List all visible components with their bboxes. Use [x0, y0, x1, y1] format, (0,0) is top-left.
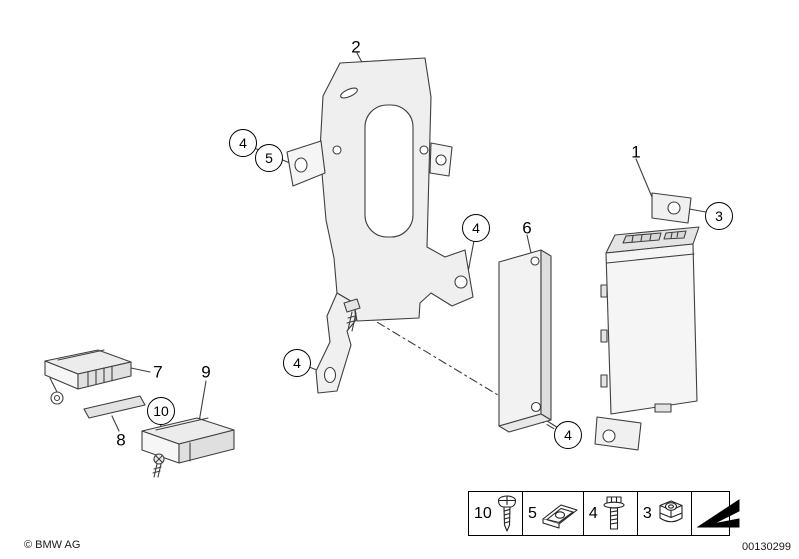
direction-arrow-icon: [696, 498, 740, 527]
gasket-strip-part-8: [83, 395, 146, 419]
callout-circle-3[interactable]: 3: [705, 202, 733, 230]
callout-label-8[interactable]: 8: [116, 430, 126, 450]
callout-number: 4: [293, 355, 301, 371]
legend-item-bolt: 4: [584, 492, 638, 535]
legend-number: 4: [588, 504, 598, 522]
legend-number: 3: [642, 504, 652, 522]
callout-label-6[interactable]: 6: [522, 218, 532, 238]
copyright-text: © BMW AG: [24, 539, 81, 551]
nut-icon: [659, 499, 683, 522]
legend-item-direction: [692, 492, 744, 535]
foot-bolt: [343, 298, 361, 332]
legend-number: 10: [474, 504, 492, 522]
legend-item-clip: 5: [523, 492, 584, 535]
callout-number: 3: [715, 208, 723, 224]
legend-item-nut: 3: [638, 492, 692, 535]
module-screw: [152, 453, 165, 478]
callout-number: 10: [153, 403, 169, 419]
callout-number: 5: [265, 150, 273, 166]
shared-bolt-reference-line: [361, 312, 557, 431]
callout-circle-4-plate-bottom[interactable]: 4: [554, 421, 582, 449]
document-number: 00130299: [742, 541, 791, 553]
bolt-icon: [603, 495, 625, 530]
legend-item-screw: 10: [469, 492, 523, 535]
callout-number: 4: [239, 135, 247, 151]
fastener-legend: 10 5: [468, 491, 740, 536]
callout-label-2[interactable]: 2: [351, 37, 361, 57]
callout-number: 4: [472, 220, 480, 236]
callout-circle-4-upper-left[interactable]: 4: [229, 129, 257, 157]
callout-circle-4-bracket-arm[interactable]: 4: [462, 214, 490, 242]
control-module-part-1: [594, 192, 700, 451]
clip-icon: [542, 503, 578, 529]
callout-circle-4-foot[interactable]: 4: [283, 349, 311, 377]
module-part-9: [141, 417, 235, 478]
callout-label-7[interactable]: 7: [153, 362, 163, 382]
module-part-7: [44, 349, 132, 405]
callout-number: 4: [564, 427, 572, 443]
callout-circle-10[interactable]: 10: [147, 397, 175, 425]
callout-circle-5[interactable]: 5: [255, 144, 283, 172]
callout-label-1[interactable]: 1: [631, 142, 641, 162]
legend-number: 5: [528, 504, 537, 522]
screw-icon: [497, 494, 516, 532]
holder-plate-part-6: [498, 249, 552, 433]
callout-label-9[interactable]: 9: [201, 362, 211, 382]
bracket-part-2: [286, 57, 474, 394]
